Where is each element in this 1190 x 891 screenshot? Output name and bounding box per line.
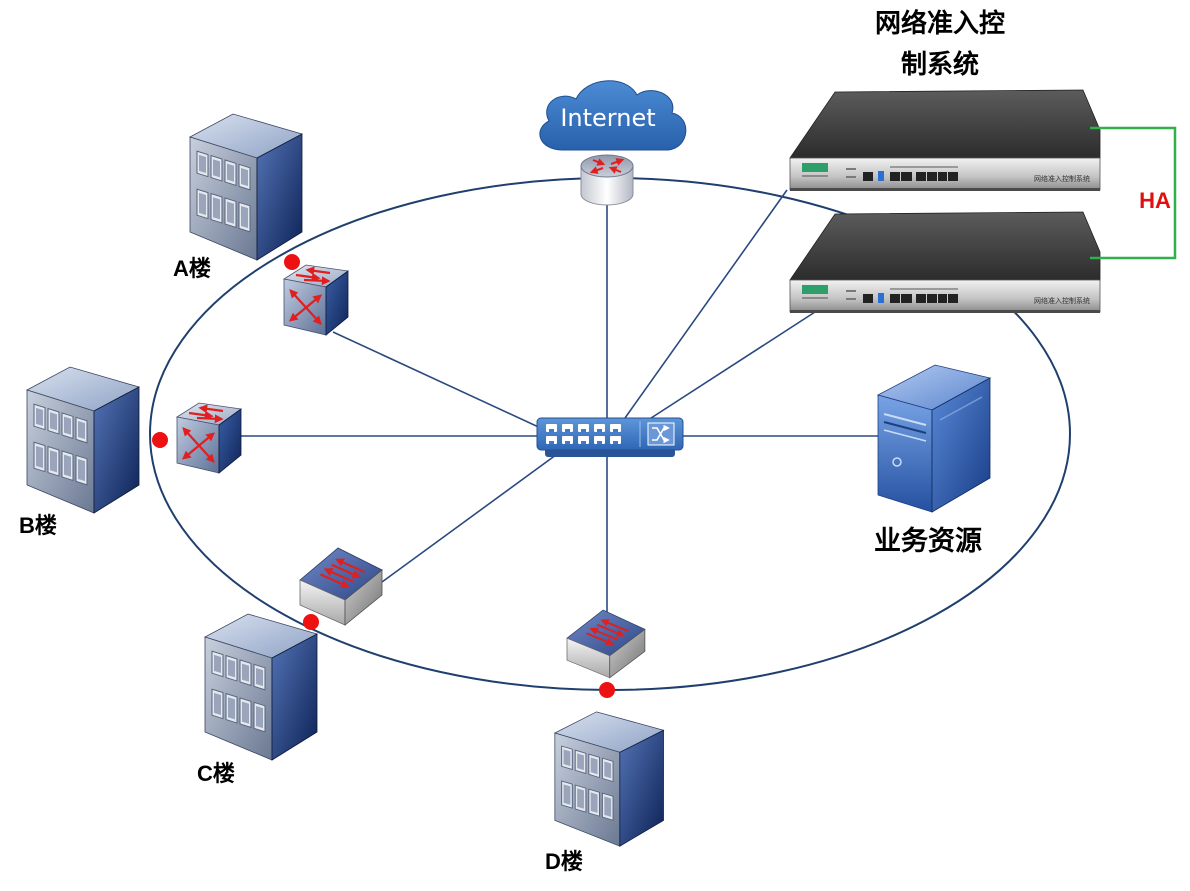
title-line-2: 制系统 — [901, 49, 979, 79]
building-d-label: D楼 — [545, 849, 583, 874]
core-switch-icon — [536, 417, 684, 457]
access-point-dot-c — [303, 614, 319, 630]
access-point-dot-d — [599, 682, 615, 698]
access-point-dot-b — [152, 432, 168, 448]
title-line-1: 网络准入控 — [875, 8, 1005, 38]
building-c — [204, 613, 318, 761]
access-switch-a — [284, 265, 348, 335]
building-b-label: B楼 — [19, 513, 57, 538]
building-b — [26, 366, 140, 514]
links — [240, 189, 878, 615]
server-icon — [876, 364, 992, 513]
internet-cloud-icon: Internet — [539, 80, 687, 151]
building-a-label: A楼 — [173, 256, 211, 281]
link-appliance-2 — [647, 311, 816, 421]
appliance-2-panel-label: 网络准入控制系统 — [1034, 296, 1090, 305]
resource-label: 业务资源 — [874, 526, 982, 556]
internet-label: Internet — [560, 104, 655, 132]
appliance-1-panel-label: 网络准入控制系统 — [1034, 174, 1090, 183]
ha-link — [1090, 126, 1177, 260]
link-switch-c — [381, 451, 561, 583]
ha-label: HA — [1139, 188, 1171, 213]
building-a — [189, 113, 303, 261]
access-switch-b — [177, 403, 241, 473]
building-c-label: C楼 — [197, 761, 235, 786]
access-switch-d — [567, 610, 645, 678]
building-d — [554, 711, 664, 847]
link-appliance-1 — [624, 189, 788, 419]
access-switch-c — [300, 548, 382, 625]
access-point-dot-a — [284, 254, 300, 270]
link-switch-a — [332, 331, 546, 431]
router-icon — [580, 154, 634, 206]
